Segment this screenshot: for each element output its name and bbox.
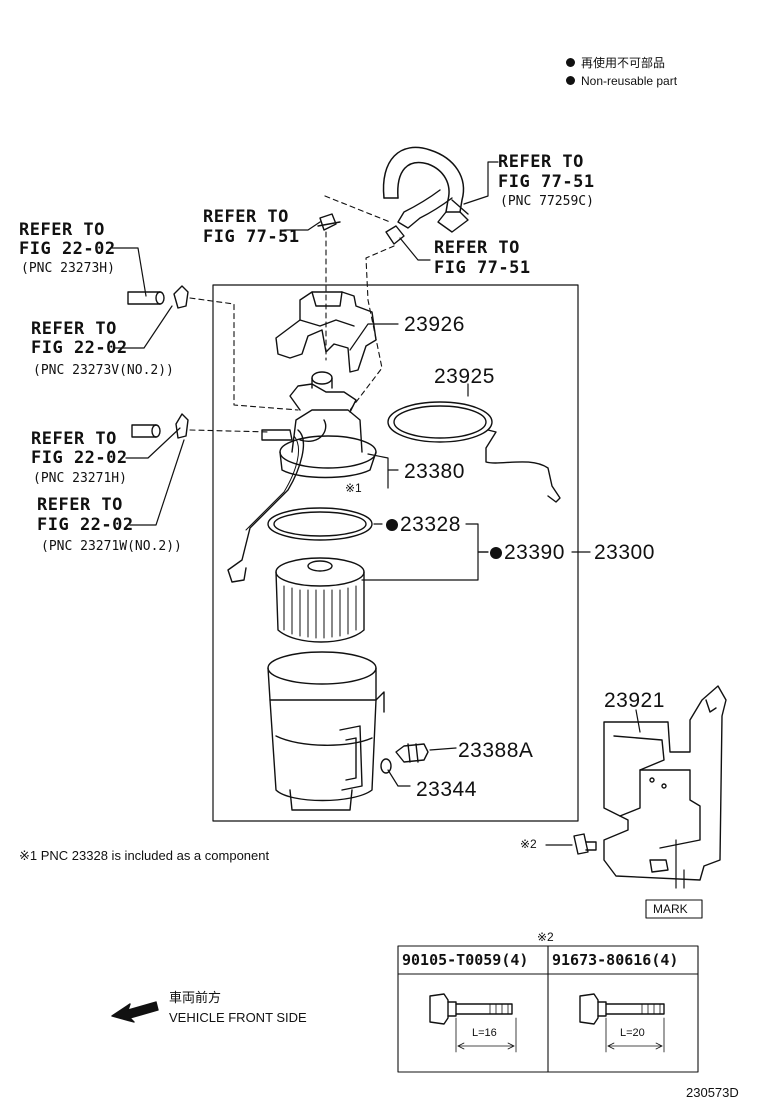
bolt2-drawing [579, 993, 665, 1053]
bolt-table-title: ※2 [537, 930, 554, 944]
ref7-pnc: (PNC 23271W(NO.2)) [41, 539, 182, 554]
ref5-line2: FIG 22-02 [31, 338, 128, 358]
bolt-table-lines [397, 945, 699, 1073]
legend-jp: 再使用不可部品 [566, 57, 665, 69]
part-23380-label: 23380 [404, 460, 465, 483]
bolt-len2: L=20 [620, 1027, 645, 1039]
part-23921-label: 23921 [604, 689, 665, 712]
ref6-pnc: (PNC 23271H) [33, 471, 127, 486]
ref5-pnc: (PNC 23273V(NO.2)) [33, 363, 174, 378]
non-reusable-dot-icon [566, 58, 575, 67]
part-23925-label: 23925 [434, 365, 495, 388]
part-23380-note: ※1 [345, 481, 362, 495]
leader-lines [111, 161, 685, 889]
fuel-hose-drawing [382, 146, 469, 233]
element-23390-drawing [275, 557, 365, 643]
diagram-id: 230573D [686, 1085, 739, 1100]
bolt-table-col1: 90105-T0059(4) [402, 951, 529, 969]
ref6-line1: REFER TO [31, 429, 117, 449]
bracket-23921-drawing [603, 685, 727, 881]
guide-lines [189, 195, 395, 433]
filter-head-drawing [261, 371, 377, 479]
bolt-len1: L=16 [472, 1027, 497, 1039]
part-23344-label: 23344 [416, 778, 477, 801]
ref7-line2: FIG 22-02 [37, 515, 134, 535]
gasket-23328-drawing [267, 507, 373, 541]
ref1-line2: FIG 77-51 [498, 172, 595, 192]
bowl-drawing [267, 651, 385, 811]
bolt-table-col2: 91673-80616(4) [552, 951, 679, 969]
ref4-pnc: (PNC 23273H) [21, 261, 115, 276]
ref3-line1: REFER TO [434, 238, 520, 258]
part-23300-label: 23300 [594, 541, 655, 564]
ref5-line1: REFER TO [31, 319, 117, 339]
assembly-frame [212, 284, 579, 822]
part-23390-label: 23390 [490, 542, 565, 563]
direction-jp: 車両前方 [169, 990, 222, 1005]
drain-plug-drawing [380, 743, 429, 774]
oring-23925-drawing [387, 401, 561, 503]
non-reusable-dot-icon [490, 547, 502, 559]
ref1-line1: REFER TO [498, 152, 584, 172]
part-23926-label: 23926 [404, 313, 465, 336]
front-arrow-icon [111, 1001, 159, 1023]
ref3-line2: FIG 77-51 [434, 258, 531, 278]
ref2-line1: REFER TO [203, 207, 289, 227]
bolt-ref-label: ※2 [520, 837, 537, 851]
legend-en: Non-reusable part [566, 75, 677, 87]
bolt-drawing [573, 833, 597, 855]
direction-en: VEHICLE FRONT SIDE [169, 1010, 307, 1025]
ref2-line2: FIG 77-51 [203, 227, 300, 247]
mark-label: MARK [653, 902, 688, 916]
non-reusable-dot-icon [386, 519, 398, 531]
ref6-line2: FIG 22-02 [31, 448, 128, 468]
part-23328-label: 23328 [386, 514, 461, 535]
cover-23926-drawing [275, 291, 377, 373]
bolt1-drawing [429, 993, 517, 1053]
non-reusable-dot-icon [566, 76, 575, 85]
sensor-wire-left [227, 429, 305, 583]
part-23388A-label: 23388A [458, 739, 534, 762]
hose-stubs [127, 285, 189, 439]
mark-box [645, 899, 703, 919]
footnote: ※1 PNC 23328 is included as a component [19, 848, 270, 863]
ref4-line1: REFER TO [19, 220, 105, 240]
ref1-pnc: (PNC 77259C) [500, 194, 594, 209]
ref4-line2: FIG 22-02 [19, 239, 116, 259]
ref7-line1: REFER TO [37, 495, 123, 515]
clip-drawing [317, 213, 405, 245]
